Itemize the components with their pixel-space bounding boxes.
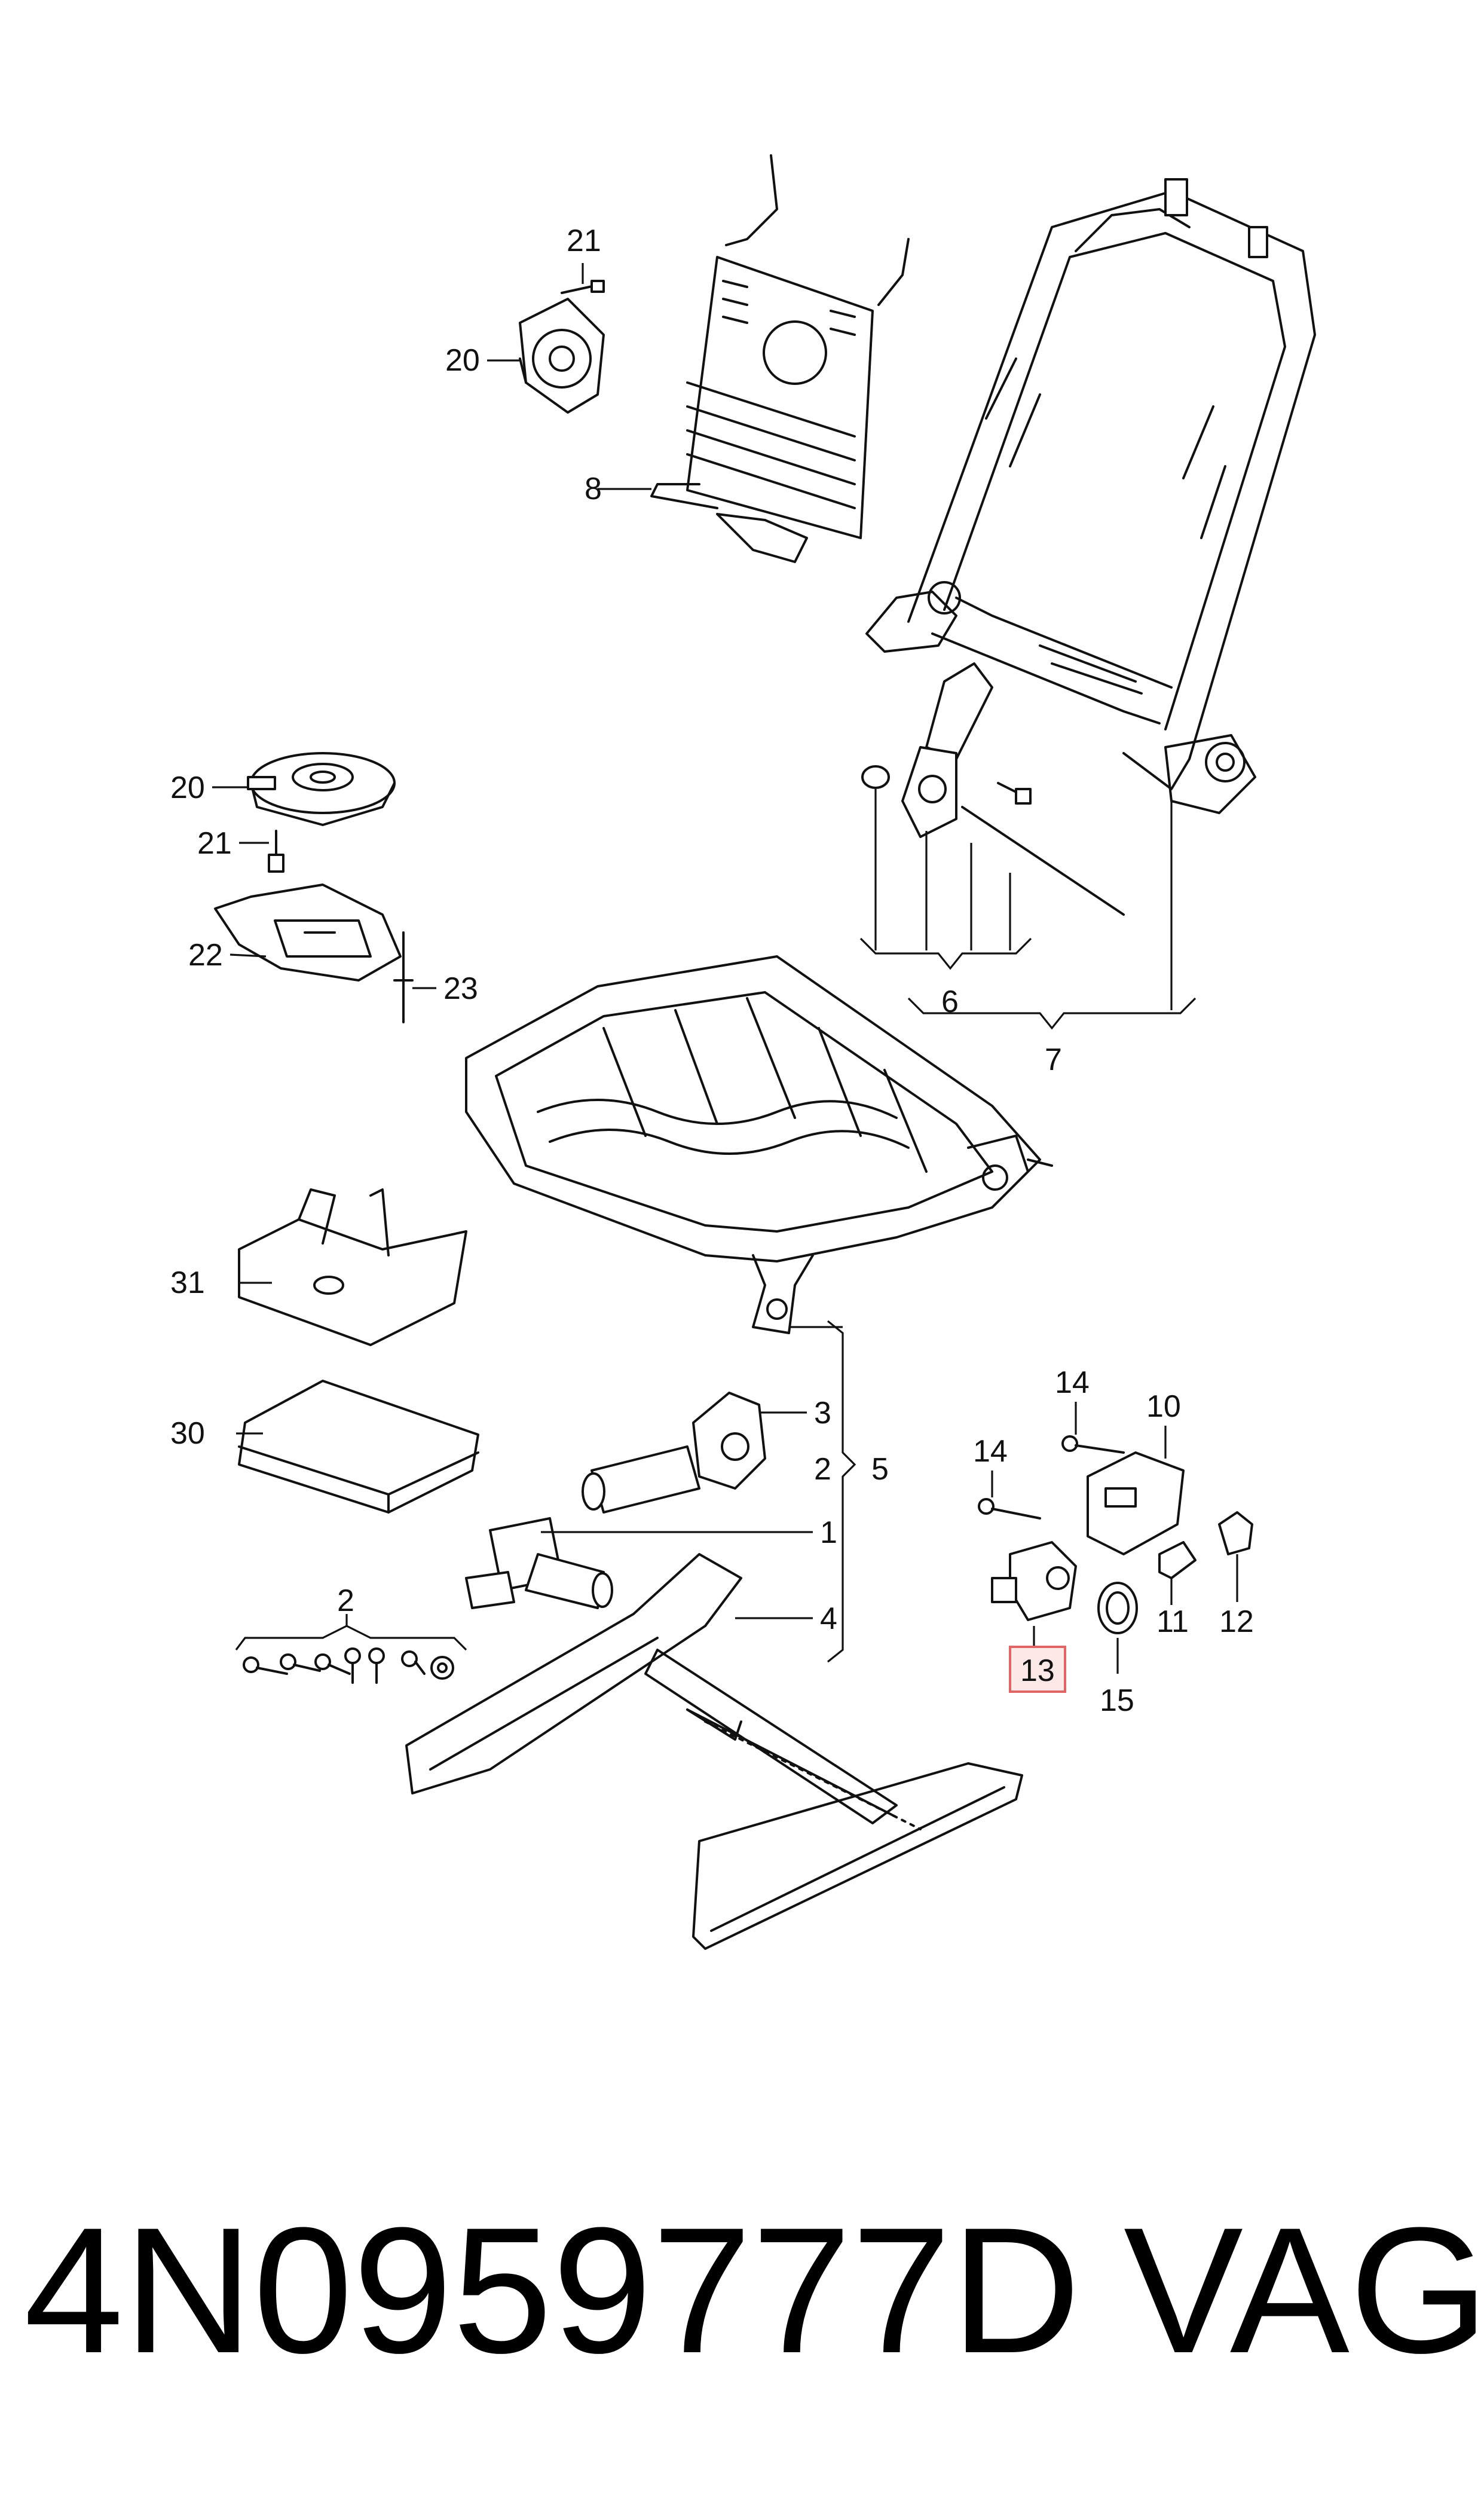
- screw-14-upper: [1061, 1435, 1125, 1454]
- callout-5: 5: [871, 1452, 889, 1487]
- switch-housing-10: [1087, 1451, 1185, 1555]
- callout-14-lower: 14: [973, 1434, 1008, 1469]
- knob-11: [1158, 1541, 1197, 1579]
- callout-3: 3: [814, 1396, 831, 1430]
- callout-8: 8: [585, 472, 602, 506]
- bracket-31: [238, 1188, 467, 1346]
- knob-12: [1218, 1511, 1253, 1555]
- callout-1: 1: [820, 1515, 837, 1550]
- pin-23: [393, 931, 414, 1023]
- part-number: 4N0959777D: [24, 2190, 1081, 2390]
- trim-ring-15: [1097, 1582, 1138, 1634]
- callout-20-middle: 20: [170, 771, 205, 805]
- control-unit-30: [238, 1380, 479, 1514]
- motor-3: [582, 1392, 766, 1514]
- callout-4: 4: [820, 1601, 837, 1636]
- fastener-set-2: [243, 1647, 454, 1684]
- callout-6: 6: [941, 985, 959, 1019]
- callout-12: 12: [1219, 1604, 1254, 1639]
- fan-lower: [247, 752, 396, 826]
- callout-10: 10: [1146, 1389, 1181, 1424]
- seat-back-frame: [865, 178, 1316, 814]
- seat-switch-13: [991, 1541, 1077, 1621]
- bracket-22: [214, 883, 402, 982]
- seat-cushion-frame: [465, 955, 1053, 1334]
- seat-rail-4: [405, 1553, 1023, 1950]
- callout-30: 30: [170, 1416, 205, 1451]
- callout-11: 11: [1156, 1604, 1189, 1639]
- backrest-support-mat: [650, 154, 910, 563]
- callout-23: 23: [443, 971, 478, 1006]
- motor-1: [465, 1517, 613, 1609]
- callout-2-fasteners: 2: [337, 1583, 354, 1618]
- recliner-motor: [861, 662, 1125, 916]
- callout-15: 15: [1100, 1683, 1134, 1718]
- callout-13: 13: [1020, 1653, 1055, 1688]
- brand-name: VAG: [1124, 2190, 1484, 2390]
- callout-20-top: 20: [445, 343, 480, 378]
- callout-31: 31: [170, 1265, 205, 1300]
- footer-caption: 4N0959777D VAG: [24, 2190, 1484, 2390]
- callout-7: 7: [1045, 1043, 1062, 1077]
- screw-upper: [561, 280, 605, 294]
- leader-lines: [212, 263, 1238, 1674]
- callout-labels: 21 20 8 20 21 22 23 6 7 31 30 3 2 5 1 4 …: [170, 224, 1254, 1718]
- screw-middle: [268, 830, 284, 873]
- callout-21-top: 21: [567, 224, 601, 258]
- callout-2-group: 2: [814, 1452, 831, 1487]
- screw-14-lower: [978, 1498, 1041, 1520]
- callout-22: 22: [188, 938, 223, 973]
- callout-14-upper: 14: [1055, 1365, 1090, 1400]
- callout-21-middle: 21: [197, 826, 232, 861]
- callout-13-highlight: [1009, 1646, 1066, 1693]
- fan-upper: [519, 298, 605, 414]
